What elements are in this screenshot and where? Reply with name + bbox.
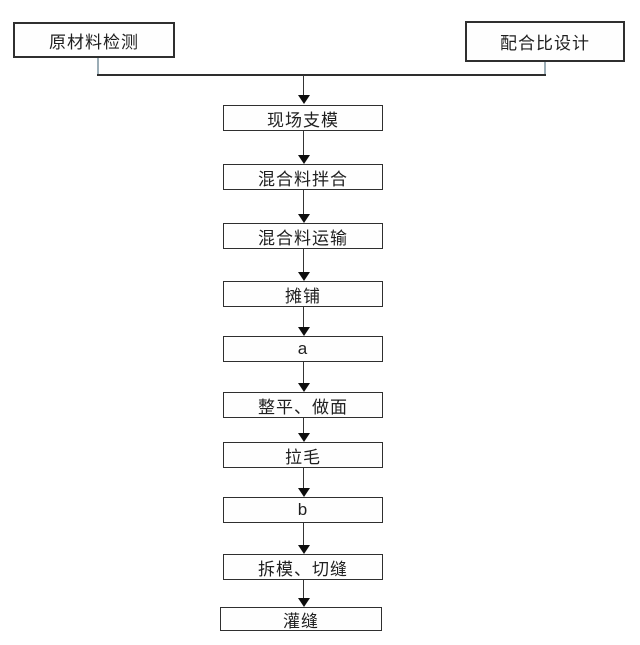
flow-node-joint-filling: 灌缝 [220,607,382,631]
flow-arrow-down-icon [297,131,310,164]
flow-node-step-b: b [223,497,383,523]
arrow-stem [302,307,305,328]
flow-arrow-down-icon [297,249,310,281]
arrowhead-icon [297,95,310,104]
arrowhead-icon [297,433,310,442]
arrowhead-icon [297,272,310,281]
connector-horizontal-bus [97,74,546,76]
arrowhead-icon [297,327,310,336]
flow-node-mix-ratio-design: 配合比设计 [465,21,625,62]
flow-arrow-down-icon [297,418,310,442]
flow-node-mixture-transport: 混合料运输 [223,223,383,249]
flow-node-leveling-surfacing: 整平、做面 [223,392,383,418]
arrow-stem [302,75,305,96]
connector-left-stub [97,58,99,75]
flow-arrow-down-icon [297,307,310,336]
arrowhead-icon [297,545,310,554]
arrow-stem [302,249,305,273]
flow-node-paving: 摊铺 [223,281,383,307]
arrow-stem [302,468,305,489]
flow-arrow-down-icon [297,75,310,104]
flow-node-step-a: a [223,336,383,362]
flow-node-formwork-removal-joint-cutting: 拆模、切缝 [223,554,383,580]
flow-node-raw-material-testing: 原材料检测 [13,22,175,58]
flow-arrow-down-icon [297,468,310,497]
flow-arrow-down-icon [297,190,310,223]
arrowhead-icon [297,383,310,392]
arrow-stem [302,190,305,215]
connector-right-stub [544,62,546,75]
flow-node-mixture-mixing: 混合料拌合 [223,164,383,190]
arrow-stem [302,523,305,546]
flow-arrow-down-icon [297,362,310,392]
arrow-stem [302,362,305,384]
arrowhead-icon [297,214,310,223]
arrowhead-icon [297,488,310,497]
flow-arrow-down-icon [297,580,310,607]
flow-node-roughening: 拉毛 [223,442,383,468]
arrowhead-icon [297,155,310,164]
flow-node-onsite-formwork: 现场支模 [223,105,383,131]
arrowhead-icon [297,598,310,607]
arrow-stem [302,131,305,156]
flow-arrow-down-icon [297,523,310,554]
arrow-stem [302,418,305,434]
arrow-stem [302,580,305,599]
